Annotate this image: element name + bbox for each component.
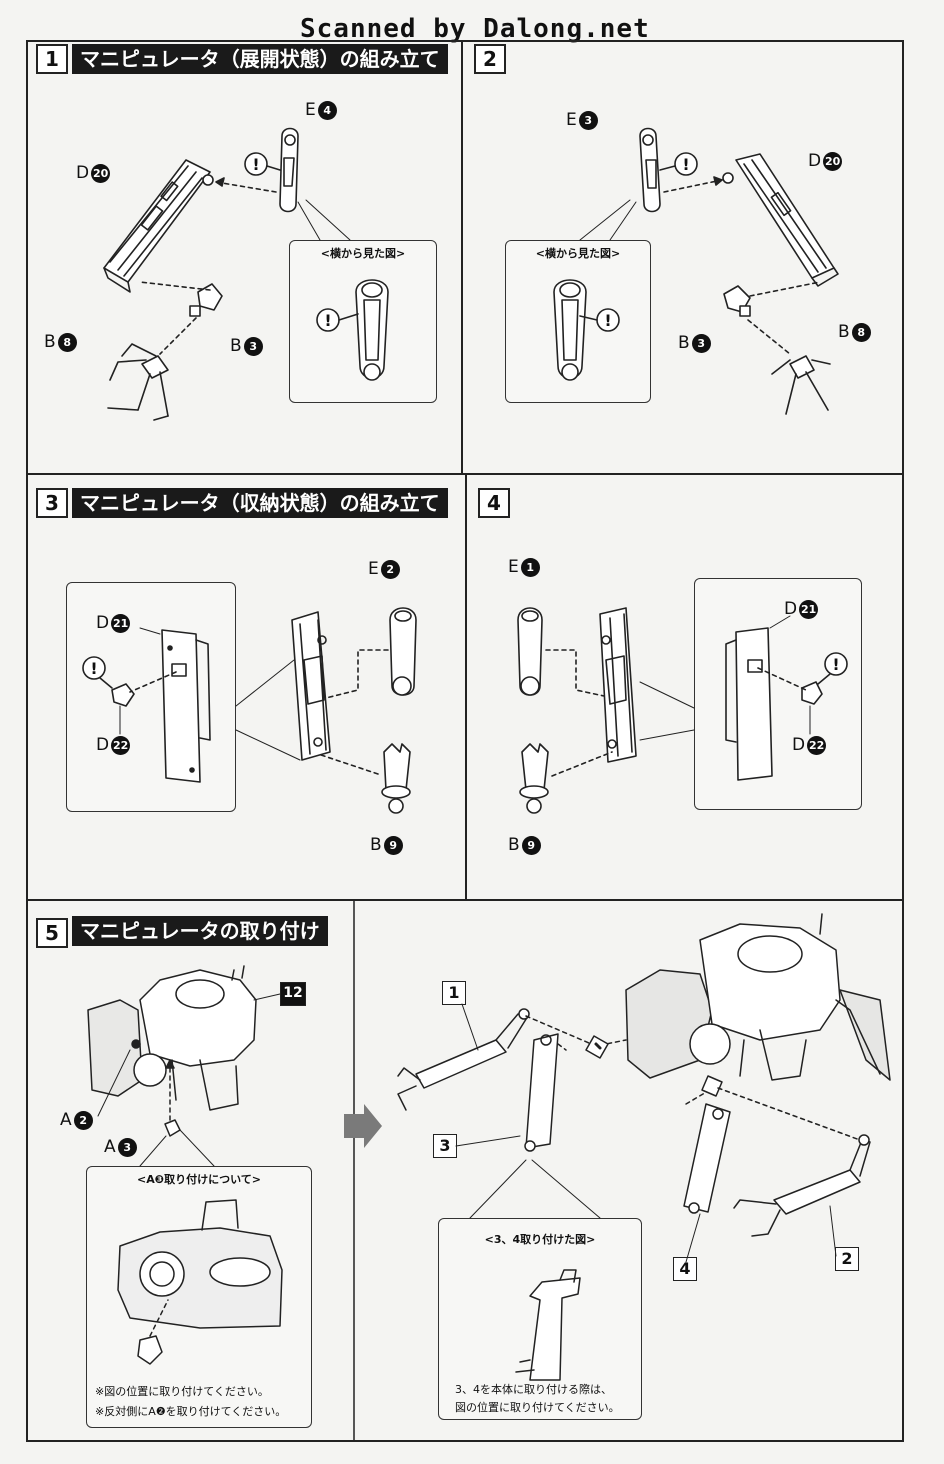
next-arrow [344,1104,382,1148]
claw-part [107,343,169,421]
warning-icon: ! [579,308,620,332]
inset-note: 3、4を本体に取り付ける際は、 [455,1383,612,1396]
step-3-detail-inset [66,582,236,812]
inset-attached-drawing [515,1269,581,1381]
arm-body-part [722,153,839,287]
warning-icon: ! [244,152,281,176]
step-2-panel: 2 [462,40,904,474]
page-frame [26,40,904,1442]
step-3-panel: 3 マニピュレータ（収納状態）の組み立て [26,474,466,900]
inset-note: 図の位置に取り付けてください。 [455,1401,620,1414]
panel-part [725,627,773,781]
plug-part [381,743,411,814]
svg-text:!: ! [832,655,839,674]
arm-3-drawing [524,1033,559,1152]
link-part [517,607,543,696]
arm-body-part [291,611,331,761]
arm-4-drawing [683,1103,731,1214]
step-1-number: 1 [36,44,68,74]
svg-text:!: ! [604,311,611,330]
step-4-detail-inset [694,578,862,810]
step-3-number: 3 [36,488,68,518]
step-5-panel: 5 マニピュレータの取り付け [26,900,904,1442]
inset-note: ※反対側にA❷を取り付けてください。 [95,1405,287,1418]
small-piece-part [111,683,135,707]
link-part [389,607,417,696]
svg-text:!: ! [90,659,97,678]
watermark: Scanned by Dalong.net [300,14,650,44]
inset-title: <3、4取り付けた図> [484,1233,596,1246]
warning-icon: ! [817,652,848,685]
callout-1: 1 [442,981,466,1005]
step-2-number: 2 [474,44,506,74]
svg-text:!: ! [682,155,689,174]
step-3-title: マニピュレータ（収納状態）の組み立て [72,488,448,518]
callout-3: 3 [433,1134,457,1158]
step-1-title: マニピュレータ（展開状態）の組み立て [72,44,448,74]
warning-icon: ! [659,152,698,176]
inset-link-drawing [355,279,389,381]
inset-link-drawing [553,279,587,381]
robot-body-drawing [625,913,891,1081]
step-5-number: 5 [36,918,68,948]
arm-2-drawing [733,1134,871,1237]
inset-note: ※図の位置に取り付けてください。 [95,1385,269,1398]
link-part [639,127,661,213]
warning-icon: ! [82,656,113,689]
inset-title: <A❸取り付けについて> [137,1173,261,1186]
arm-body-part [599,607,637,763]
step-4-number: 4 [478,488,510,518]
joint-part [189,283,223,317]
joint-part [723,285,751,317]
link-part [279,127,299,213]
svg-text:!: ! [252,155,259,174]
warning-icon: ! [316,308,359,332]
inset-title: <横から見た図> [320,247,406,260]
inset-a3-drawing [117,1199,283,1365]
svg-text:!: ! [324,311,331,330]
callout-2: 2 [835,1247,859,1271]
step-4-panel: 4 [466,474,904,900]
inset-title: <横から見た図> [535,247,621,260]
plug-part [519,743,549,814]
arm-body-part [103,159,214,293]
robot-body-drawing [87,965,257,1111]
callout-4: 4 [673,1257,697,1281]
arm-1-drawing [397,1008,530,1111]
small-piece-part [801,681,823,705]
claw-part [771,355,831,415]
step-5-title: マニピュレータの取り付け [72,916,328,946]
step-1-panel: 1 マニピュレータ（展開状態）の組み立て [26,40,462,474]
